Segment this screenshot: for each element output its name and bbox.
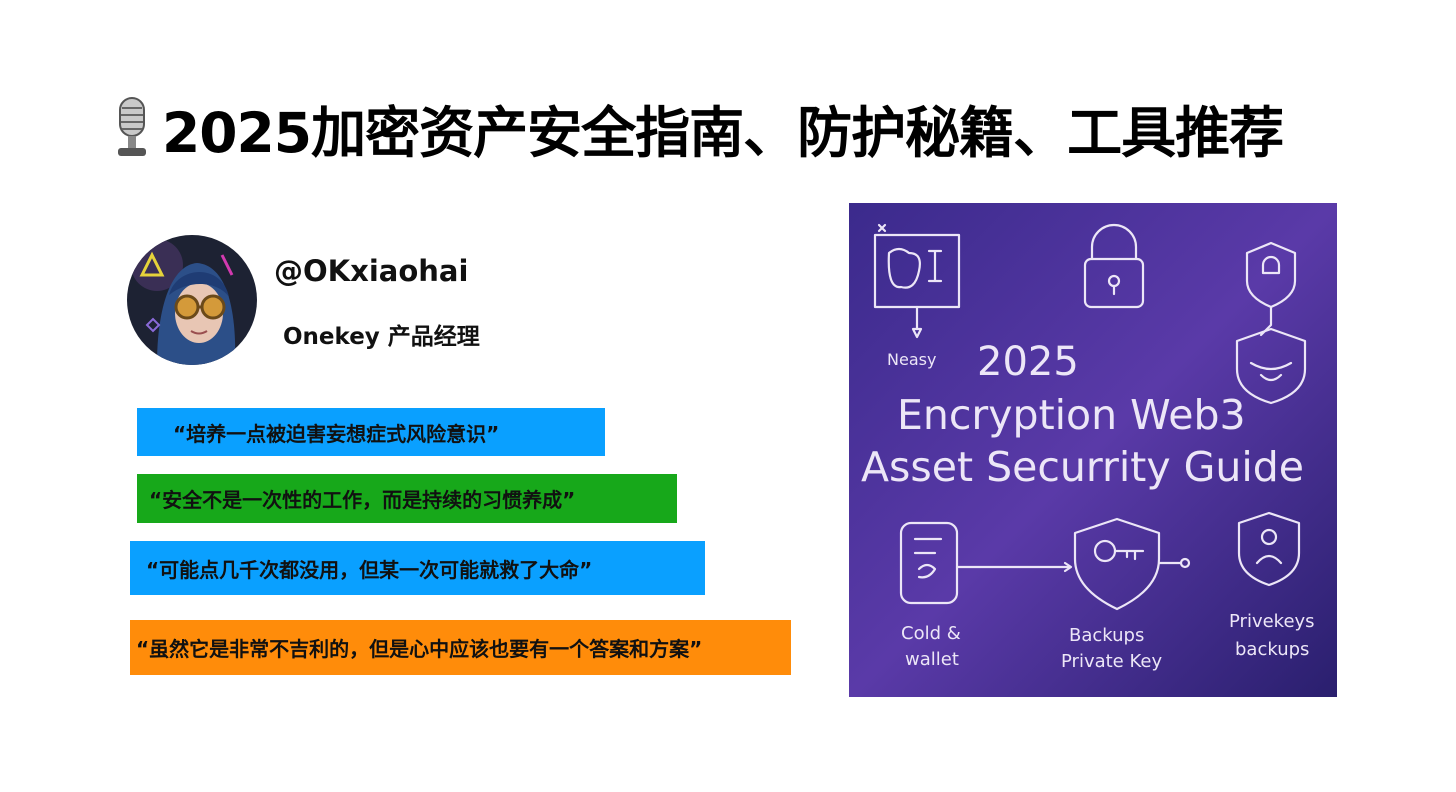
author-role: Onekey 产品经理	[283, 324, 480, 350]
artwork-label: Neasy	[887, 350, 936, 369]
cold-wallet-icon	[899, 521, 1073, 605]
title-text: 2025加密资产安全指南、防护秘籍、工具推荐	[162, 101, 1284, 165]
artwork-label: Private Key	[1061, 651, 1162, 672]
artwork-line1: Encryption Web3	[897, 391, 1246, 439]
artwork-label: Privekeys	[1229, 611, 1315, 632]
quote-text: “可能点几千次都没用，但某一次可能就救了大命”	[146, 557, 593, 582]
avatar-image	[127, 235, 257, 365]
quote-text: “安全不是一次性的工作，而是持续的习惯养成”	[149, 488, 576, 512]
artwork-label: wallet	[905, 649, 959, 670]
page-title: 2025加密资产安全指南、防护秘籍、工具推荐	[110, 88, 1370, 168]
artwork-label: Backups	[1069, 625, 1144, 646]
padlock-icon	[1083, 223, 1145, 309]
quote-text: “培养一点被迫害妄想症式风险意识”	[173, 421, 500, 446]
quote-box: “安全不是一次性的工作，而是持续的习惯养成”	[137, 474, 677, 523]
artwork-label: Cold &	[901, 623, 961, 644]
avatar	[127, 235, 257, 365]
user-shield-icon	[1237, 511, 1301, 587]
shield-icon	[1235, 327, 1307, 405]
microphone-icon	[118, 97, 146, 156]
artwork-line2: Asset Securrity Guide	[861, 443, 1304, 491]
artwork-year: 2025	[977, 339, 1079, 385]
guide-artwork: Neasy 2025 Encryption Web3 Asset Securri…	[849, 203, 1337, 697]
quote-box: “培养一点被迫害妄想症式风险意识”	[137, 408, 605, 456]
quote-text: “虽然它是非常不吉利的，但是心中应该也要有一个答案和方案”	[136, 637, 703, 661]
quote-box: “可能点几千次都没用，但某一次可能就救了大命”	[130, 541, 705, 595]
shield-key-icon	[1073, 517, 1191, 611]
artwork-label: backups	[1235, 639, 1309, 660]
author-handle: @OKxiaohai	[274, 254, 469, 288]
quote-box: “虽然它是非常不吉利的，但是心中应该也要有一个答案和方案”	[130, 620, 791, 675]
